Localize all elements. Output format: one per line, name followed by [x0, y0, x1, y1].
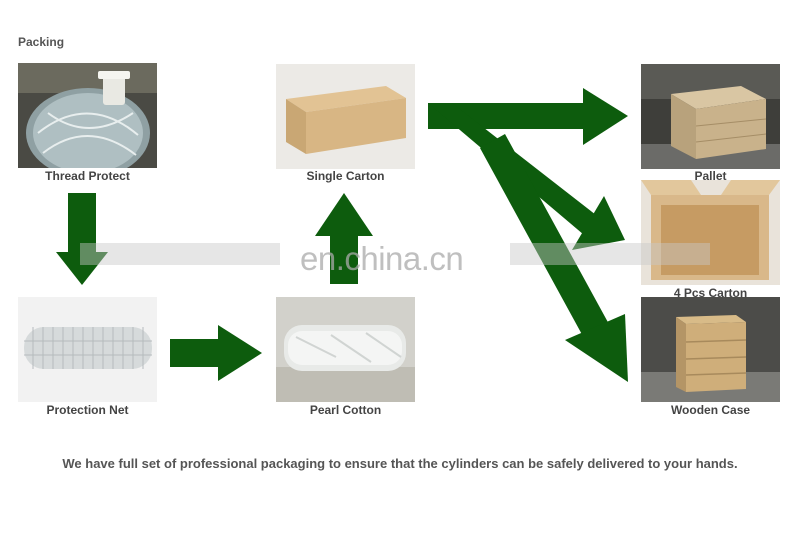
- pallet-photo: [641, 64, 780, 169]
- wooden-case-label: Wooden Case: [670, 403, 751, 417]
- watermark-bar-left: [80, 243, 280, 265]
- thread-protect-photo: [18, 63, 157, 168]
- pallet-label: Pallet: [694, 169, 727, 183]
- pearl-cotton-photo: [276, 297, 415, 402]
- protection-net-label: Protection Net: [46, 403, 129, 417]
- pearl-cotton-label: Pearl Cotton: [309, 403, 382, 417]
- footer-text: We have full set of professional packagi…: [62, 456, 738, 471]
- four-pcs-carton-photo: [641, 180, 780, 285]
- wooden-case-photo: [641, 297, 780, 402]
- packing-heading: Packing: [18, 35, 65, 49]
- four-pcs-carton-label: 4 Pcs Carton: [673, 286, 748, 300]
- arrow-up-icon: [315, 193, 373, 284]
- single-carton-label: Single Carton: [306, 169, 385, 183]
- arrow-right-icon: [170, 325, 262, 381]
- single-carton-photo: [276, 64, 415, 169]
- arrow-down-icon: [56, 193, 108, 285]
- thread-protect-label: Thread Protect: [45, 169, 130, 183]
- watermark: en.china.cn: [300, 240, 464, 277]
- arrow-to-wooden-case-icon: [480, 134, 628, 382]
- watermark-bar-right: [510, 243, 710, 265]
- protection-net-photo: [18, 297, 157, 402]
